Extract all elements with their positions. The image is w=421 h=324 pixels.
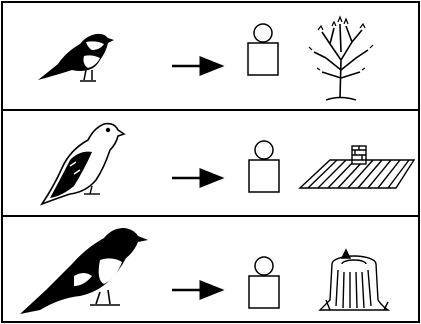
tree-icon: [308, 15, 374, 101]
nestbox-icon: [248, 140, 280, 193]
row-3: [20, 228, 391, 314]
tree-stump-icon: [318, 248, 391, 311]
nestbox-icon: [247, 23, 279, 76]
magpie-bird-icon: [20, 228, 148, 314]
pigeon-bird-icon: [39, 122, 126, 206]
nestbox-icon: [248, 256, 280, 309]
tit-bird-icon: [38, 33, 114, 82]
roof-with-chimney-icon: [298, 145, 416, 189]
row-2: [39, 122, 416, 206]
row-1: [38, 15, 374, 101]
